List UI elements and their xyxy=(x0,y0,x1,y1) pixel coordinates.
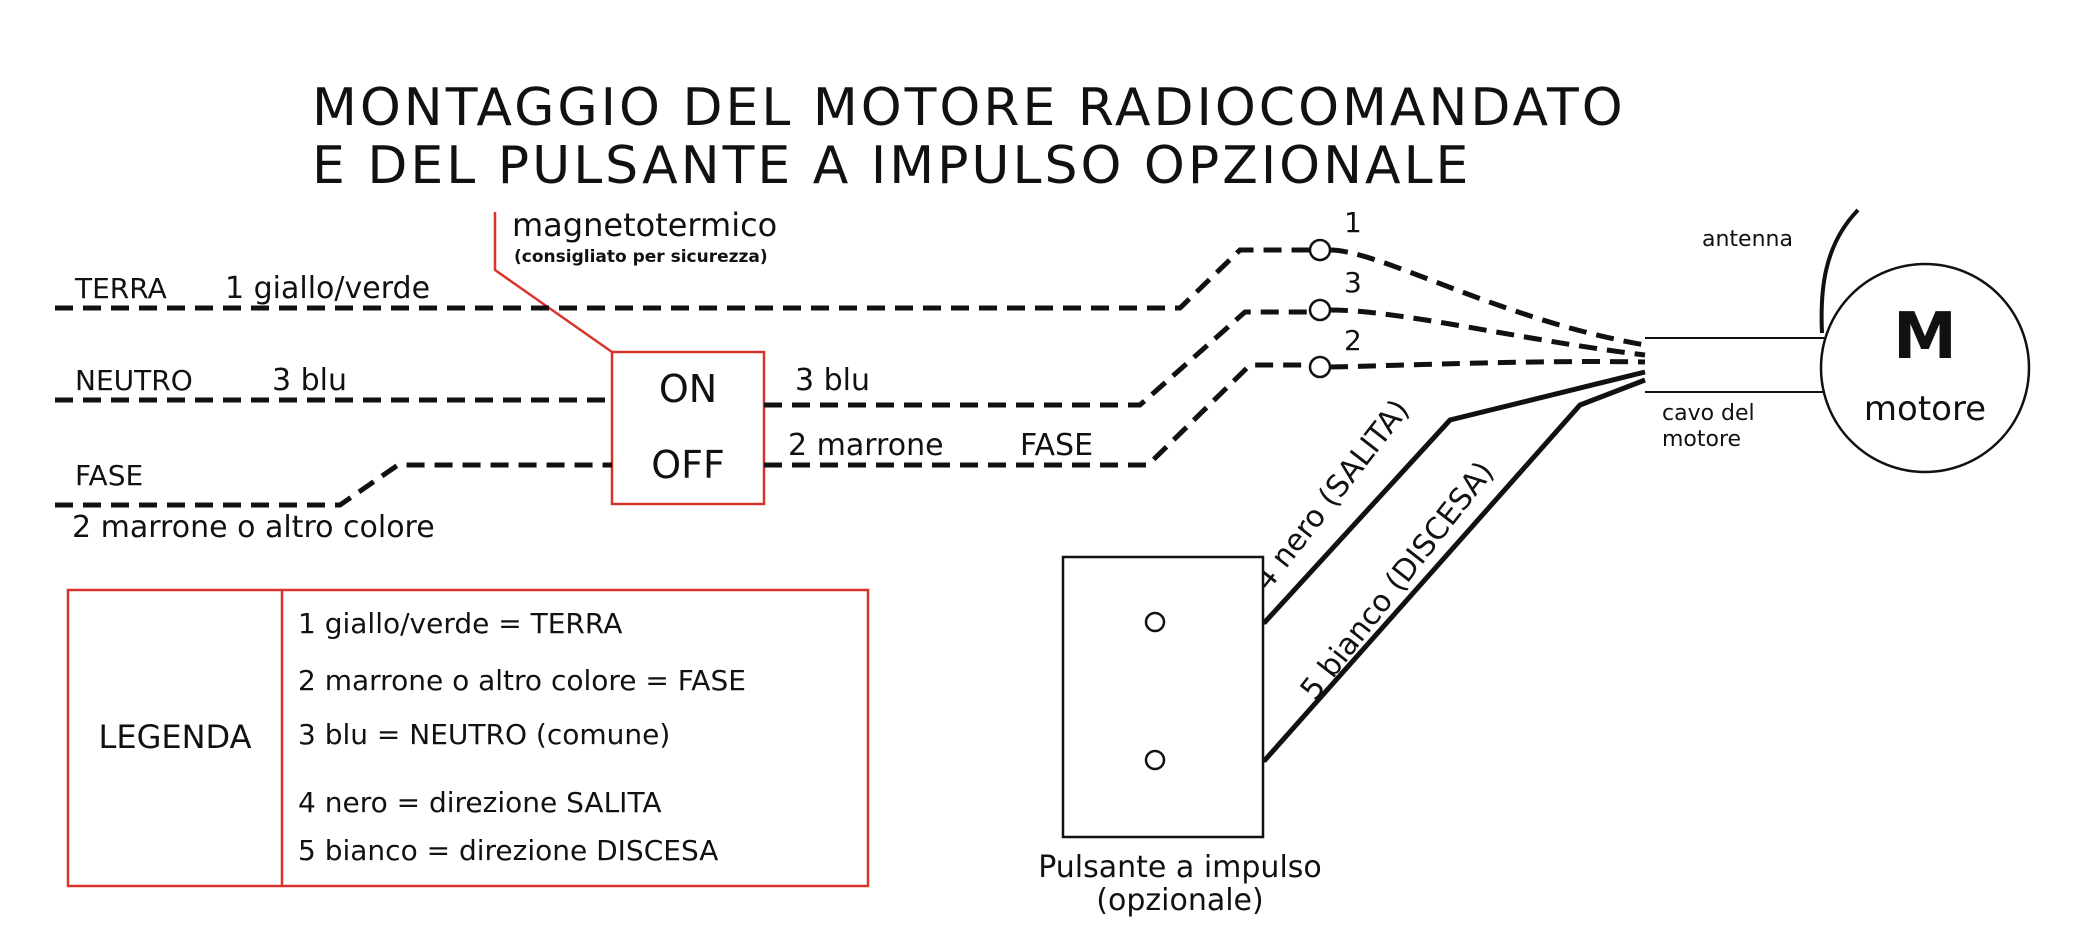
breaker-on-label: ON xyxy=(659,367,717,411)
neutro-wire-out xyxy=(764,309,1310,408)
motor-label: motore xyxy=(1864,389,1986,429)
motor-cable-label-line2: motore xyxy=(1662,427,1741,452)
legend-item-3: 3 blu = NEUTRO (comune) xyxy=(298,718,670,751)
terra-label: TERRA xyxy=(74,272,167,305)
converge-wire-3 xyxy=(1329,307,1646,358)
motor-letter: M xyxy=(1893,300,1957,374)
terminal-1-number: 1 xyxy=(1344,206,1362,239)
fase-label-out: FASE xyxy=(1020,428,1093,463)
breaker-note: (consigliato per sicurezza) xyxy=(514,247,768,267)
push-button-terminal-5 xyxy=(1144,749,1166,771)
push-button-terminal-4 xyxy=(1144,611,1166,633)
diagram-title-line1: MONTAGGIO DEL MOTORE RADIOCOMANDATO xyxy=(312,78,1626,138)
fase-wire-in xyxy=(55,462,612,508)
fase-wire-out xyxy=(764,362,1310,468)
converge-wire-2 xyxy=(1329,359,1646,370)
push-button-label-line1: Pulsante a impulso xyxy=(1038,850,1322,885)
legend-item-4: 4 nero = direzione SALITA xyxy=(298,786,662,819)
terminal-2 xyxy=(1308,355,1332,379)
breaker-box xyxy=(610,350,766,506)
motor-circle xyxy=(1819,262,2031,474)
legend-item-1: 1 giallo/verde = TERRA xyxy=(298,607,622,640)
neutro-wire-label-in: 3 blu xyxy=(272,363,347,398)
legend-title: LEGENDA xyxy=(99,718,252,756)
fase-wire-label-out: 2 marrone xyxy=(788,428,944,463)
output-wires xyxy=(764,309,1310,468)
terminal-2-number: 2 xyxy=(1344,324,1362,357)
terminal-1 xyxy=(1308,238,1332,262)
mains-wires xyxy=(55,247,1310,508)
antenna-label: antenna xyxy=(1702,227,1793,252)
legend-item-5: 5 bianco = direzione DISCESA xyxy=(298,834,718,867)
terra-wire-label: 1 giallo/verde xyxy=(225,271,430,306)
legend-box xyxy=(66,588,870,888)
push-button-label-line2: (opzionale) xyxy=(1096,883,1263,918)
terminal-3 xyxy=(1308,298,1332,322)
breaker-off-label: OFF xyxy=(651,443,725,487)
converging-wires xyxy=(1329,247,1646,370)
fase-label: FASE xyxy=(75,459,143,492)
push-button-box xyxy=(1061,555,1265,839)
motor-cable-label-line1: cavo del xyxy=(1662,401,1755,426)
antenna-wire xyxy=(1819,208,1860,334)
fase-wire-label-in: 2 marrone o altro colore xyxy=(72,510,435,545)
terminal-3-number: 3 xyxy=(1344,266,1362,299)
neutro-wire-label-out: 3 blu xyxy=(795,363,870,398)
legend-item-2: 2 marrone o altro colore = FASE xyxy=(298,664,746,697)
terminal-connectors xyxy=(1308,238,1332,379)
converge-wire-1 xyxy=(1329,247,1646,348)
neutro-label: NEUTRO xyxy=(75,364,193,397)
breaker-label: magnetotermico xyxy=(512,206,777,244)
terra-wire xyxy=(55,247,1310,311)
diagram-title-line2: E DEL PULSANTE A IMPULSO OPZIONALE xyxy=(312,136,1471,196)
breaker-pointer-line xyxy=(493,212,613,354)
